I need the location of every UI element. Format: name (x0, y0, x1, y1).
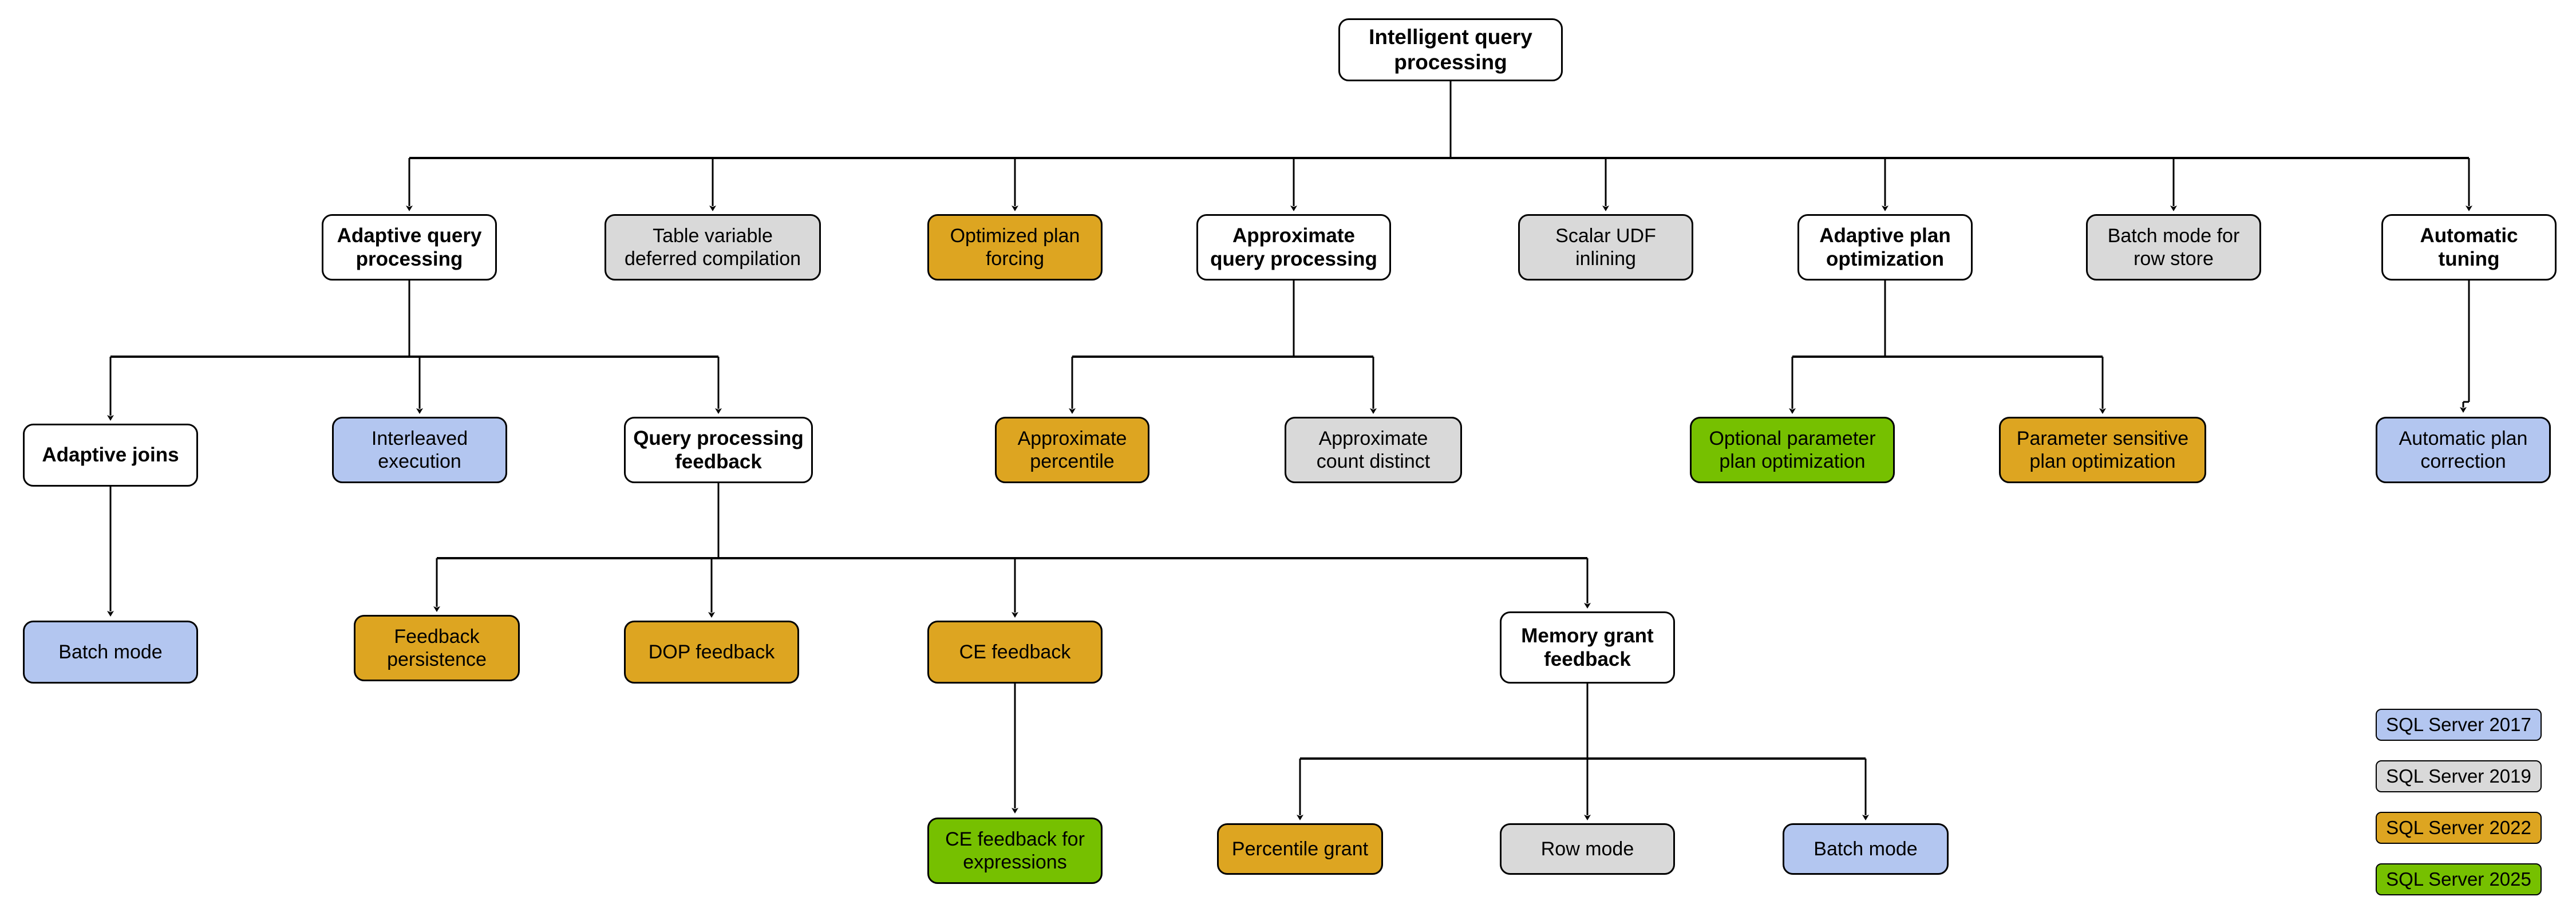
legend-item-label: SQL Server 2025 (2386, 868, 2531, 890)
node-label: Automatic tuning (2420, 224, 2518, 270)
node-label: Query processing feedback (633, 427, 804, 473)
node-udf[interactable]: Scalar UDF inlining (1518, 214, 1693, 281)
legend-item-sql-server-2017[interactable]: SQL Server 2017 (2376, 709, 2542, 741)
node-approxqp[interactable]: Approximate query processing (1196, 214, 1391, 281)
legend-item-label: SQL Server 2022 (2386, 817, 2531, 838)
node-qpf[interactable]: Query processing feedback (624, 417, 813, 483)
node-bmrs[interactable]: Batch mode for row store (2086, 214, 2261, 281)
legend-item-sql-server-2019[interactable]: SQL Server 2019 (2376, 760, 2542, 792)
node-root[interactable]: Intelligent query processing (1338, 18, 1563, 81)
node-label: Interleaved execution (371, 427, 468, 472)
node-label: Approximate count distinct (1316, 427, 1431, 472)
node-label: Batch mode (1814, 838, 1918, 860)
node-pspo[interactable]: Parameter sensitive plan optimization (1999, 417, 2206, 483)
node-label: CE feedback (959, 641, 1071, 663)
legend-item-sql-server-2025[interactable]: SQL Server 2025 (2376, 863, 2542, 895)
node-label: Intelligent query processing (1369, 25, 1532, 74)
node-mgf[interactable]: Memory grant feedback (1500, 611, 1675, 684)
node-label: Scalar UDF inlining (1555, 224, 1656, 270)
node-adaptivejoins[interactable]: Adaptive joins (23, 424, 198, 487)
node-rowmode[interactable]: Row mode (1500, 823, 1675, 875)
node-autotune[interactable]: Automatic tuning (2381, 214, 2557, 281)
node-oppo[interactable]: Optional parameter plan optimization (1690, 417, 1895, 483)
node-interleaved[interactable]: Interleaved execution (332, 417, 507, 483)
node-label: Batch mode (58, 641, 163, 663)
node-cefbexpr[interactable]: CE feedback for expressions (927, 818, 1103, 884)
node-label: Optional parameter plan optimization (1709, 427, 1876, 472)
node-label: Automatic plan correction (2399, 427, 2528, 472)
node-approxcd[interactable]: Approximate count distinct (1285, 417, 1462, 483)
node-approxpct[interactable]: Approximate percentile (995, 417, 1149, 483)
legend-item-sql-server-2022[interactable]: SQL Server 2022 (2376, 812, 2542, 844)
node-label: Adaptive joins (42, 444, 179, 467)
node-dopfb[interactable]: DOP feedback (624, 621, 799, 684)
node-label: Approximate percentile (1017, 427, 1127, 472)
node-label: Approximate query processing (1210, 224, 1377, 270)
node-fbpersist[interactable]: Feedback persistence (354, 615, 520, 681)
node-apc[interactable]: Automatic plan correction (2376, 417, 2551, 483)
node-batchmode1[interactable]: Batch mode (23, 621, 198, 684)
node-pctgrant[interactable]: Percentile grant (1217, 823, 1383, 875)
node-apo[interactable]: Adaptive plan optimization (1797, 214, 1973, 281)
node-label: DOP feedback (648, 641, 775, 663)
node-label: Row mode (1540, 838, 1634, 860)
legend-item-label: SQL Server 2017 (2386, 714, 2531, 735)
node-batchmode2[interactable]: Batch mode (1783, 823, 1949, 875)
node-tvdc[interactable]: Table variable deferred compilation (605, 214, 821, 281)
legend-item-label: SQL Server 2019 (2386, 765, 2531, 787)
node-label: Parameter sensitive plan optimization (2016, 427, 2189, 472)
node-aqp[interactable]: Adaptive query processing (322, 214, 497, 281)
node-label: Batch mode for row store (2107, 224, 2240, 270)
node-label: Memory grant feedback (1521, 624, 1654, 670)
node-label: Adaptive query processing (337, 224, 482, 270)
node-label: CE feedback for expressions (945, 828, 1085, 873)
node-label: Table variable deferred compilation (624, 224, 801, 270)
node-label: Feedback persistence (387, 625, 487, 670)
node-label: Adaptive plan optimization (1819, 224, 1951, 270)
node-label: Percentile grant (1231, 838, 1369, 860)
node-label: Optimized plan forcing (950, 224, 1080, 270)
node-cefb[interactable]: CE feedback (927, 621, 1103, 684)
node-opf[interactable]: Optimized plan forcing (927, 214, 1103, 281)
